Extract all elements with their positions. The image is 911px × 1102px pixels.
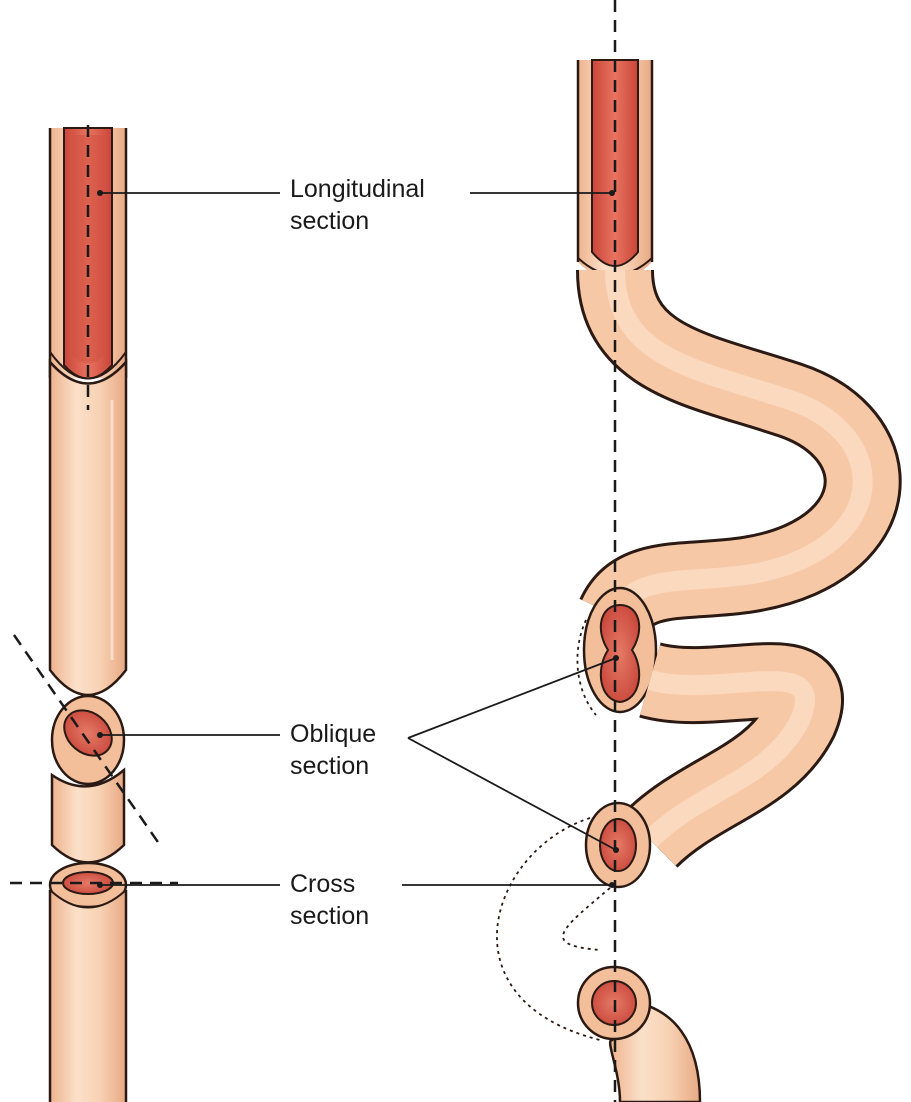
longitudinal-label-line2: section: [290, 205, 425, 237]
cross-section-label: Cross section: [290, 868, 369, 932]
cross-label-line2: section: [290, 900, 369, 932]
cross-label-line1: Cross: [290, 868, 369, 900]
leader-dots: [97, 190, 619, 888]
coiled-tube-oblique-cut-upper: [577, 588, 656, 715]
longitudinal-label-line1: Longitudinal: [290, 173, 425, 205]
straight-tube-bottom-segment: [50, 890, 126, 1102]
oblique-label-line2: section: [290, 750, 376, 782]
coiled-tube-oblique-cut-lower: [586, 803, 650, 887]
coiled-tube: [497, 60, 863, 1102]
oblique-section-label: Oblique section: [290, 718, 376, 782]
coiled-tube-cross-cut: [578, 967, 700, 1102]
longitudinal-section-label: Longitudinal section: [290, 173, 425, 237]
straight-tube-middle-segment: [50, 362, 126, 695]
oblique-label-line1: Oblique: [290, 718, 376, 750]
